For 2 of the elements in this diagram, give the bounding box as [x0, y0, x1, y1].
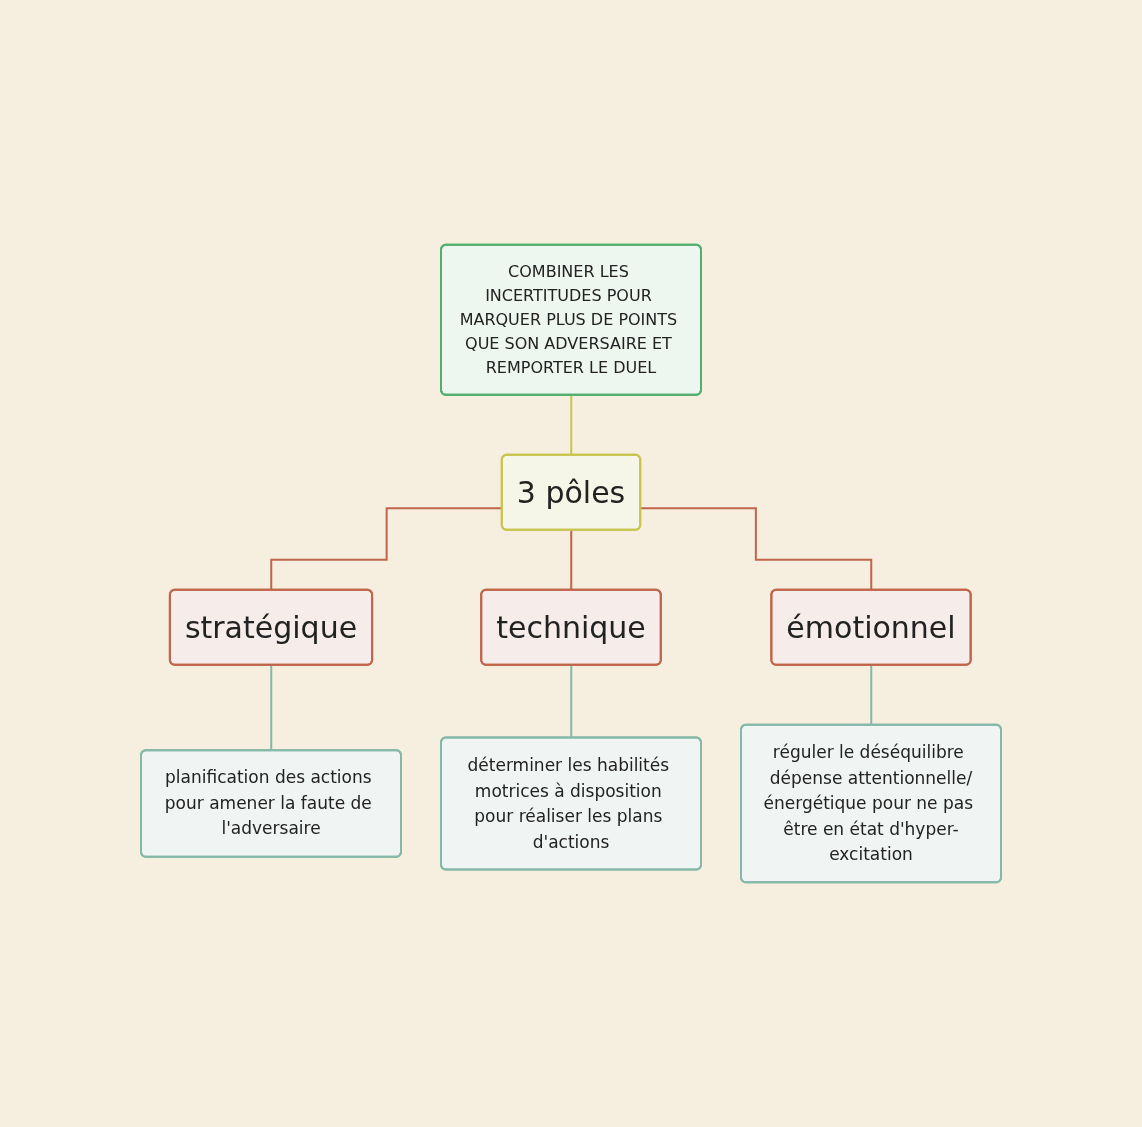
connector	[270, 664, 273, 752]
connector	[570, 664, 573, 739]
